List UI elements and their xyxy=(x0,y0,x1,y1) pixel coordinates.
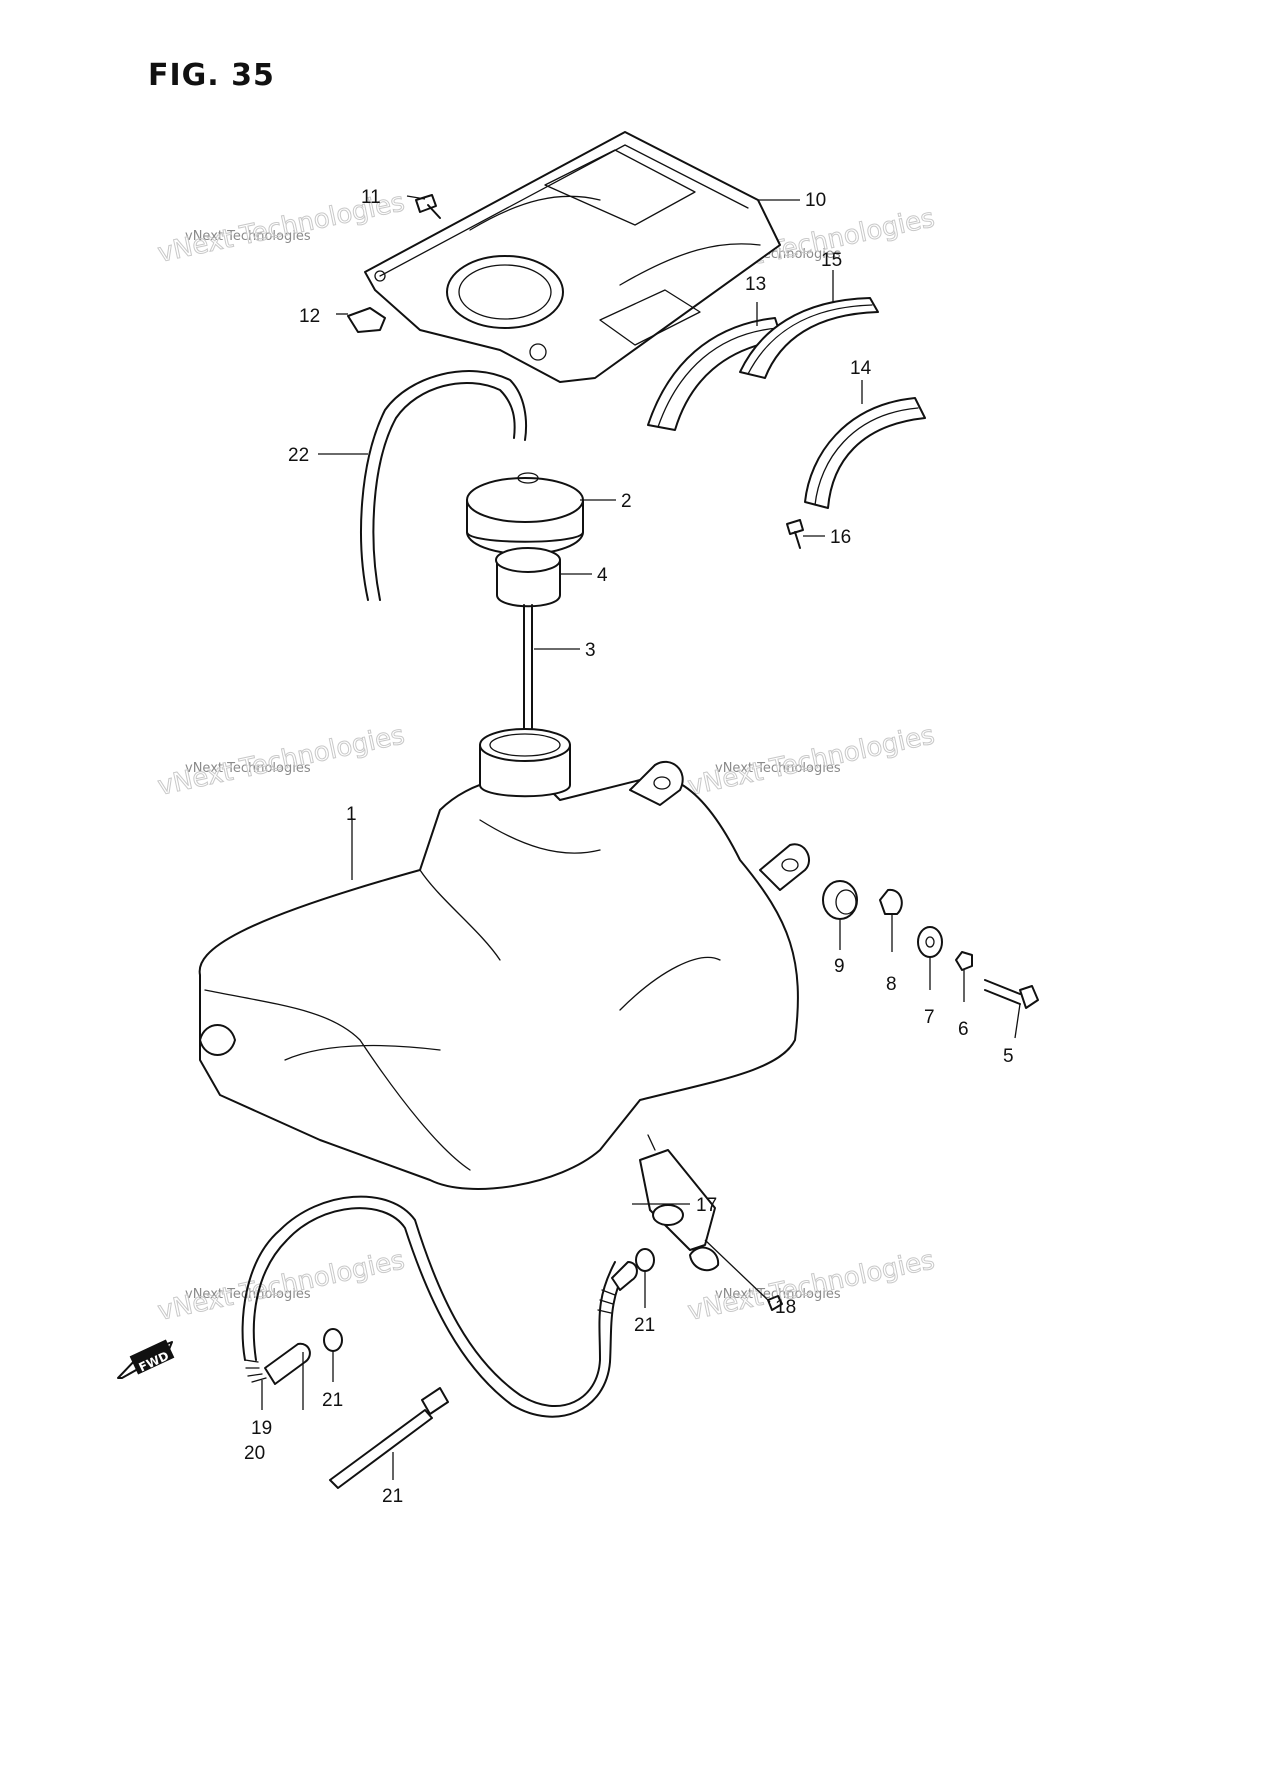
callout-1: 1 xyxy=(346,804,357,825)
callout-5: 5 xyxy=(1003,1046,1014,1067)
callout-14: 14 xyxy=(850,358,872,379)
callout-7: 7 xyxy=(924,1007,935,1028)
screw-part xyxy=(415,194,441,219)
bolt-long-part xyxy=(984,979,1039,1009)
strap-part xyxy=(647,297,926,509)
callout-9: 9 xyxy=(834,956,845,977)
nut-part xyxy=(955,951,973,971)
fwd-arrow-icon: FWD xyxy=(117,1339,175,1379)
spacer-part xyxy=(879,888,903,915)
watermark-text: vNext Technologies xyxy=(185,761,311,776)
callout-2: 2 xyxy=(621,491,632,512)
callout-23: 22 xyxy=(288,445,309,466)
callout-6: 6 xyxy=(958,1019,969,1040)
callout-12: 12 xyxy=(299,306,320,327)
callout-10: 10 xyxy=(805,190,826,211)
callout-15: 15 xyxy=(821,250,842,271)
callout-19: 19 xyxy=(251,1418,272,1439)
fuel-cap-part xyxy=(466,472,584,555)
cap-gasket-part xyxy=(495,547,561,608)
fuel-hose-part xyxy=(241,1195,616,1407)
callout-17: 17 xyxy=(696,1195,717,1216)
hose-clamp-part xyxy=(323,1328,343,1352)
callout-20: 20 xyxy=(244,1443,265,1464)
callout-13: 13 xyxy=(745,274,766,295)
fuel-tank-part xyxy=(198,728,810,1190)
watermark-text: vNext Technologies xyxy=(715,1287,841,1302)
figure-title: FIG. 35 xyxy=(148,58,275,93)
damper-part xyxy=(822,880,858,920)
callout-21: 21 xyxy=(634,1315,655,1336)
watermark-text: vNext Technologies xyxy=(185,1287,311,1302)
hose-clamp-part xyxy=(635,1248,655,1272)
callout-8: 8 xyxy=(886,974,897,995)
screw-part xyxy=(767,1295,783,1311)
watermark-text: vNext Technologies xyxy=(185,229,311,244)
callout-18: 18 xyxy=(775,1297,796,1318)
watermark-text: vNext Technologies xyxy=(715,761,841,776)
callout-22: 21 xyxy=(382,1486,403,1507)
callout-16: 16 xyxy=(830,527,851,548)
callout-11: 11 xyxy=(361,187,381,208)
clip-nut-part xyxy=(347,307,386,333)
hose-spring-part xyxy=(244,1261,638,1385)
bolt-part xyxy=(786,519,804,549)
callout-21: 21 xyxy=(322,1390,343,1411)
callout-labels: 11 10 12 13 15 14 16 2 4 3 1 22 9 8 7 6 … xyxy=(244,187,1014,1507)
breather-hose-part xyxy=(360,370,528,601)
callout-3: 3 xyxy=(585,640,596,661)
cable-tie-part xyxy=(329,1387,449,1489)
leader-lines xyxy=(261,195,1021,1480)
washer-part xyxy=(917,926,943,958)
fuel-cock-part xyxy=(639,1134,720,1272)
tank-cover-part xyxy=(364,131,781,383)
callout-4: 4 xyxy=(597,565,608,586)
